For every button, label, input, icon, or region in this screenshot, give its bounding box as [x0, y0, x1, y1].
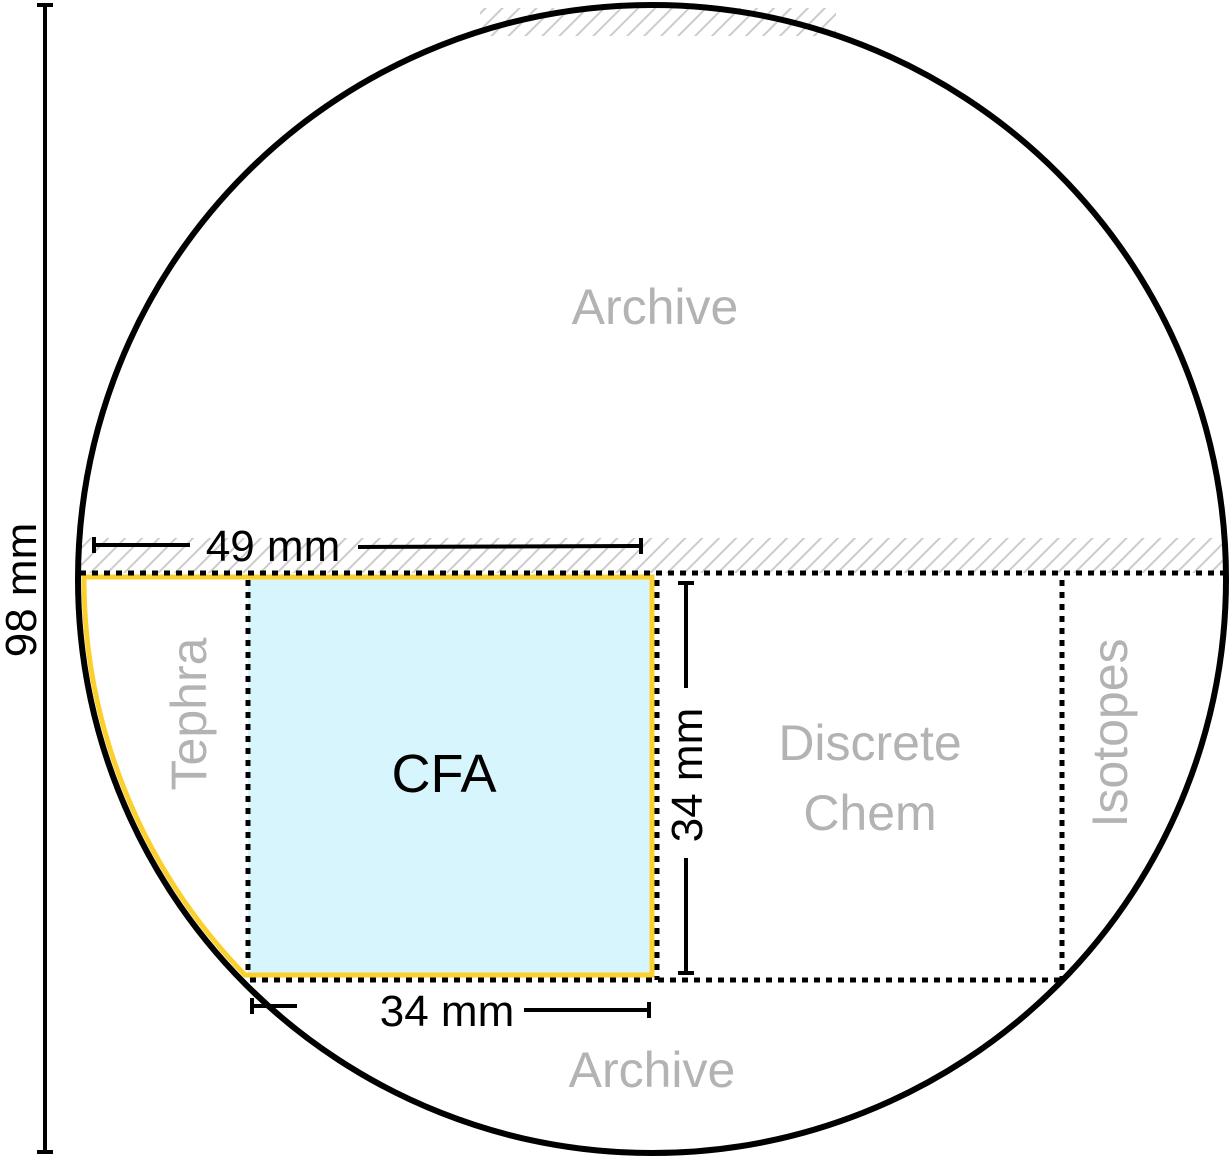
cfa-label: CFA: [391, 744, 496, 804]
archive-bottom-label: Archive: [569, 1042, 736, 1098]
discrete-chem-label-line2: Chem: [803, 785, 936, 841]
core-outline: [75, 2, 1229, 1156]
diameter-dimension: [37, 3, 53, 1154]
diameter-label: 98 mm: [0, 523, 46, 657]
kerf-band-top: [480, 8, 836, 36]
isotopes-label: Isotopes: [1082, 638, 1138, 827]
cfa-section: [248, 577, 652, 975]
discrete-chem-label-line1: Discrete: [778, 715, 961, 771]
archive-top-label: Archive: [572, 279, 739, 335]
cfa-height-label: 34 mm: [663, 708, 712, 842]
offset-width-dimension: [92, 537, 643, 554]
cfa-height-dimension: [678, 581, 694, 975]
cfa-width-label: 34 mm: [380, 987, 514, 1036]
cfa-tephra-outline: [81, 574, 655, 978]
kerf-band-middle: [80, 538, 1225, 573]
cut-lines: [80, 570, 1225, 983]
cfa-width-dimension: [250, 998, 651, 1018]
offset-width-label: 49 mm: [206, 522, 340, 571]
tephra-label: Tephra: [161, 637, 217, 790]
